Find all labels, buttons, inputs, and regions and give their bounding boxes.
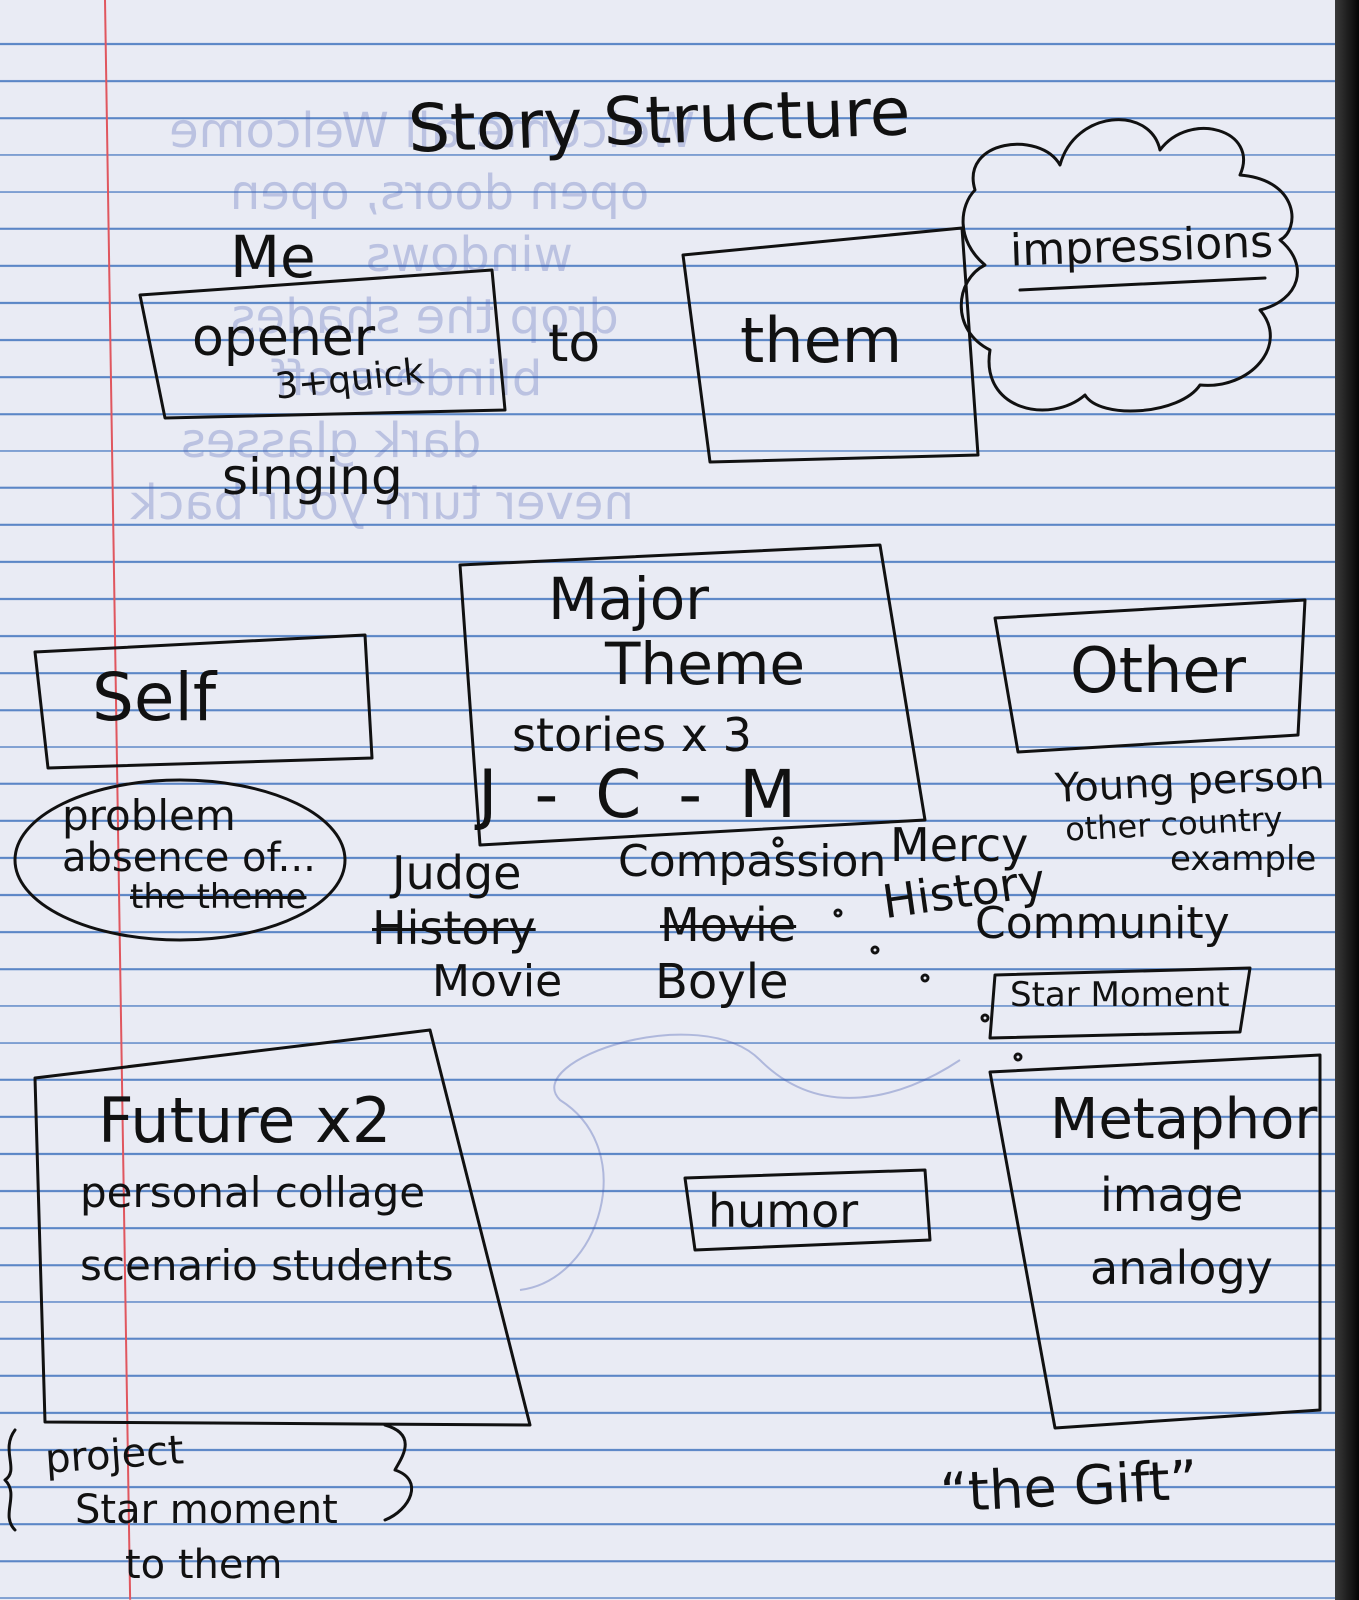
to-text: to (548, 314, 601, 374)
example-text: example (1170, 839, 1317, 879)
mercy-head: Mercy (890, 818, 1029, 872)
self-label: Self (92, 659, 217, 736)
them-text: them (740, 304, 903, 377)
compassion-head: Compassion (618, 836, 887, 887)
future-text: Future x2 (98, 1084, 392, 1157)
absence-text: absence of... (62, 835, 316, 881)
impressions-underline (1018, 276, 1267, 292)
future-box (33, 1028, 532, 1427)
theme-text: Theme (605, 630, 806, 698)
singing-text: singing (222, 448, 403, 506)
page-title: Story Structure (406, 73, 912, 168)
metaphor-box (988, 1053, 1322, 1430)
major-text: Major (548, 565, 710, 633)
right-brace (383, 1423, 414, 1522)
problem-text: problem (62, 791, 236, 840)
dot (980, 1013, 990, 1023)
dot (920, 973, 930, 983)
major-theme-box (458, 543, 927, 847)
judge-movie: Movie (432, 956, 563, 1007)
the-theme-text: the theme (130, 877, 307, 917)
dot (772, 836, 784, 848)
judge-head: Judge (392, 846, 522, 900)
compassion-movie: Movie (660, 898, 797, 952)
other-box (993, 598, 1307, 754)
analogy-text: analogy (1090, 1241, 1273, 1295)
star-moment-text: Star moment (75, 1487, 338, 1533)
mercy-star-moment: Star Moment (1010, 975, 1230, 1015)
jcm-text: J - C - M (478, 756, 805, 833)
star-moment-box (988, 966, 1252, 1040)
self-box (33, 633, 374, 770)
other-label: Other (1070, 634, 1247, 707)
metaphor-text: Metaphor (1050, 1087, 1318, 1152)
opener-text: opener (192, 308, 376, 368)
dot (1013, 1052, 1023, 1062)
scenario-students-text: scenario students (80, 1241, 454, 1290)
them-box (681, 226, 980, 464)
page-edge-shadow (1335, 0, 1359, 1600)
judge-history: History (372, 901, 536, 955)
image-text: image (1100, 1168, 1244, 1222)
to-them-text: to them (125, 1542, 283, 1588)
me-box (138, 268, 507, 420)
stories-text: stories x 3 (512, 708, 752, 762)
left-brace (3, 1428, 17, 1532)
bleed-squiggle (519, 1033, 961, 1291)
problem-oval (13, 778, 347, 942)
impressions-cloud (959, 118, 1299, 413)
dot (870, 945, 880, 955)
mercy-community: Community (975, 898, 1230, 949)
personal-collage-text: personal collage (80, 1168, 426, 1217)
humor-text: humor (708, 1184, 859, 1238)
the-gift-text: “the Gift” (938, 1448, 1200, 1525)
me-label: Me (230, 223, 316, 291)
impressions-text: impressions (1009, 216, 1274, 277)
compassion-boyle: Boyle (655, 954, 789, 1010)
dot (833, 908, 843, 918)
project-text: project (43, 1427, 186, 1483)
humor-box (683, 1168, 932, 1252)
